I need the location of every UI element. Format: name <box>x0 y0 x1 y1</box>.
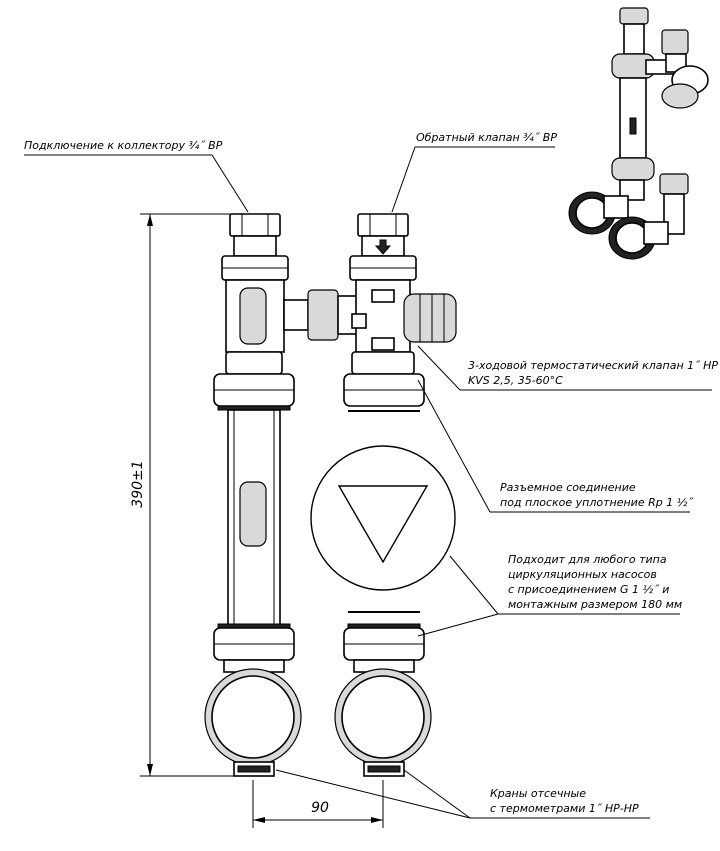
dimension-lines <box>140 213 384 828</box>
pump-label-line3: с присоединением G 1 ½˝ и <box>508 583 670 596</box>
bypass-connection <box>283 289 361 341</box>
right-tap-assembly <box>334 623 432 777</box>
right-valve-assembly <box>343 213 457 412</box>
three-way-valve-label-line1: 3-ходовой термостатический клапан 1˝ НР <box>468 359 719 372</box>
left-pipe-assembly <box>204 213 302 777</box>
pump-label-line4: монтажным размером 180 мм <box>508 598 683 611</box>
taps-label-line1: Краны отсечные <box>490 787 587 800</box>
three-way-valve-label-line2: KVS 2,5, 35-60°С <box>468 374 563 387</box>
pump-symbol <box>310 445 456 613</box>
taps-label-line2: с термометрами 1˝ НР-НР <box>490 802 639 815</box>
pump-label-line2: циркуляционных насосов <box>508 568 657 581</box>
spacing-dimension: 90 <box>311 800 329 816</box>
height-dimension: 390±1 <box>130 460 146 508</box>
union-label-line2: под плоское уплотнение Rp 1 ½˝ <box>500 496 693 509</box>
collector-connection-label: Подключение к коллектору ¾˝ ВР <box>24 139 223 152</box>
isometric-view <box>568 7 709 260</box>
pump-label-line1: Подходит для любого типа <box>508 553 667 566</box>
union-label-line1: Разъемное соединение <box>500 481 636 494</box>
leader-lines <box>24 146 712 819</box>
check-valve-label: Обратный клапан ¾˝ ВР <box>416 131 557 144</box>
